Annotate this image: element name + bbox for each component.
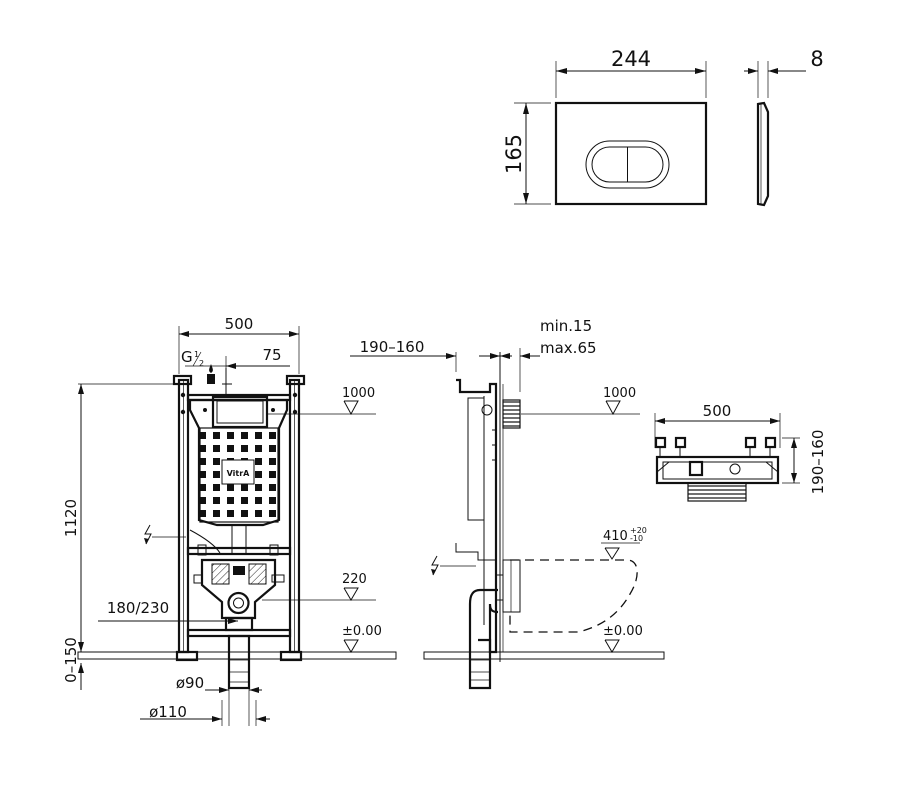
flush-button-ring: [585, 140, 670, 189]
cistern-body: [188, 398, 289, 527]
frame-side-view: 190–160 min.15 max.65 1000 410 +20 -10 ±…: [350, 317, 665, 690]
level-1000-side: 1000: [603, 386, 636, 401]
floor-hatch-side: [423, 651, 665, 660]
flush-plate-outline: [554, 101, 708, 206]
dim-top-depth: 190–160: [809, 430, 827, 495]
dim-pipe-110: ø110: [149, 703, 187, 721]
cistern-pattern: [199, 427, 279, 523]
water-drop-icon: [209, 364, 213, 373]
drain-pipe-side: [468, 588, 499, 690]
flush-plate-front: 244 165: [502, 47, 708, 206]
frame-foot-left: [175, 650, 199, 662]
level-1000-front: 1000: [342, 386, 375, 401]
frame-mid-rail: [186, 546, 292, 556]
actuator-side: [502, 399, 521, 429]
level-zero-side: ±0.00: [603, 624, 643, 639]
connection-label: G 1 2: [181, 348, 204, 368]
level-220: 220: [342, 572, 367, 587]
dim-drain-spacing: 180/230: [107, 599, 169, 617]
dim-plate-depth: 8: [810, 47, 823, 71]
drain-pipe-front: [227, 634, 251, 690]
dim-min: min.15: [540, 317, 592, 335]
svg-text:2: 2: [199, 359, 204, 368]
dim-max: max.65: [540, 339, 597, 357]
dim-top-width: 500: [703, 402, 732, 420]
svg-text:1: 1: [194, 350, 199, 359]
floor-hatch: [77, 651, 397, 660]
dim-floor-adjust: 0–150: [62, 637, 80, 683]
drain-outlet: [227, 591, 250, 615]
vitra-logo: VitrA: [227, 469, 251, 478]
toilet-bowl-outline: [509, 559, 638, 633]
frame-foot-right: [279, 650, 303, 662]
bowl-height: 410: [603, 529, 628, 544]
dim-pipe-90: ø90: [176, 674, 204, 692]
svg-text:G: G: [181, 348, 193, 366]
flush-plate-profile: [756, 101, 770, 207]
top-actuator: [687, 482, 747, 502]
level-zero-front: ±0.00: [342, 624, 382, 639]
actuator-opening: [211, 395, 269, 429]
dim-frame-height: 1120: [62, 499, 80, 537]
bowl-mount-plate: [200, 558, 277, 620]
dim-plate-width: 244: [611, 47, 651, 71]
bowl-height-minus: -10: [630, 534, 643, 543]
flush-plate-side: 8: [744, 47, 824, 207]
dim-frame-width: 500: [225, 315, 254, 333]
bowl-height-plus: +20: [630, 526, 647, 535]
frame-front-view: VitrA 500: [62, 315, 397, 726]
dim-plate-height: 165: [502, 134, 526, 174]
frame-top-view: 500 190–160: [654, 402, 827, 502]
dim-inlet-offset: 75: [262, 346, 281, 364]
dim-wall-distance: 190–160: [360, 338, 425, 356]
